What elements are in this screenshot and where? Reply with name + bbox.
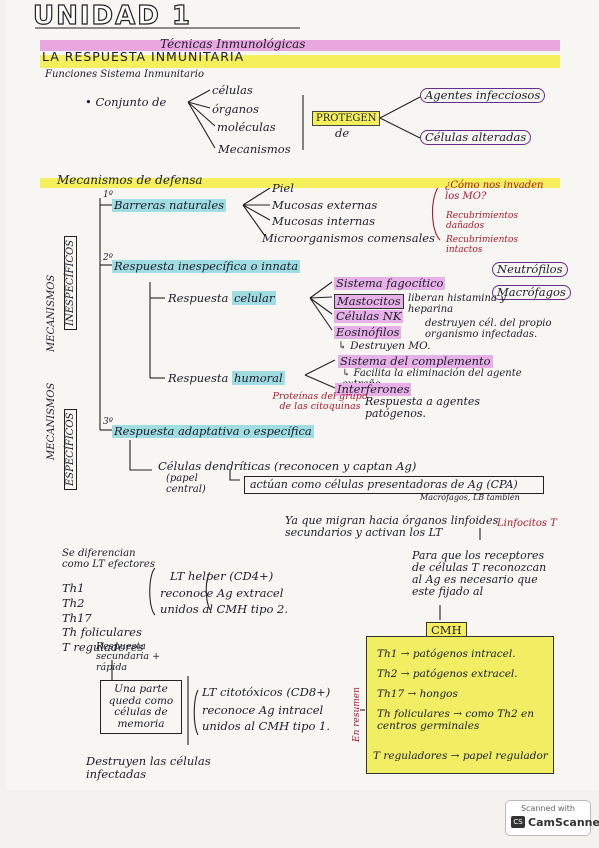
side-inespecificos: INESPECÍFICOS <box>64 235 77 330</box>
unidos-cmh2: unidos al CMH tipo 2. <box>160 602 288 616</box>
target-celulas: Células alteradas <box>420 130 532 145</box>
adaptativa-num: 3º <box>103 417 113 427</box>
respuesta-humoral: Respuesta humoral <box>168 371 285 385</box>
inespecifica-label: Respuesta inespecífica o innata <box>112 259 301 273</box>
adaptativa-label: Respuesta adaptativa o específica <box>112 424 314 438</box>
camscanner-name: CamScanner <box>528 816 599 829</box>
celulas-nk: Células NK <box>334 309 404 323</box>
barrera-microorganismos: Microorganismos comensales <box>262 231 435 245</box>
barrera-mucosas-ext: Mucosas externas <box>272 198 378 212</box>
proteinas-citoquinas: Proteínas del grupo de las citoquinas <box>272 391 368 413</box>
barreras-question: ¿Cómo nos invaden los MO? <box>445 180 544 202</box>
macrofagos: Macrófagos <box>492 285 571 300</box>
side-en-resumen: En resumen <box>352 687 362 742</box>
funciones-item-mecanismos: Mecanismos <box>218 142 291 156</box>
page-title: UNIDAD 1 <box>32 1 192 31</box>
subtitle-highlight <box>40 40 560 51</box>
side-mecanismos-1: MECANISMOS <box>46 274 57 352</box>
resumen-th-foliculares: Th foliculares → como Th2 en centros ger… <box>377 708 534 732</box>
barreras-label: Barreras naturales <box>112 198 227 212</box>
sistema-fagocitico: Sistema fagocítico <box>334 276 446 290</box>
reconoce-intracel: reconoce Ag intracel <box>202 703 324 717</box>
barrera-mucosas-int: Mucosas internas <box>272 214 376 228</box>
respuesta-agentes: Respuesta a agentes patógenos. <box>365 395 481 421</box>
respuesta-secundaria: Respuesta secundaria + rápida <box>96 641 161 673</box>
barreras-answer-1: Recubrimientos dañados <box>446 211 519 231</box>
section-title: LA RESPUESTA INMUNITARIA <box>42 49 245 64</box>
inespecifica-num: 2º <box>103 253 113 263</box>
papel-central: (papel central) <box>166 473 206 495</box>
resumen-box: Th1 → patógenos intracel. Th2 → patógeno… <box>366 636 554 774</box>
unidos-cmh1: unidos al CMH tipo 1. <box>202 719 330 733</box>
camscanner-logo-icon: CS <box>511 816 525 828</box>
interferones: Interferones <box>335 382 412 396</box>
mastocitos: Mastocitos <box>334 294 404 309</box>
liberan-histamina: liberan histamina y heparina <box>408 293 506 315</box>
sistema-complemento: Sistema del complemento <box>338 354 493 368</box>
mecanismos-highlight <box>40 178 560 188</box>
target-agentes: Agentes infecciosos <box>420 88 546 103</box>
tipo-th2: Th2 <box>62 596 85 610</box>
para-que-receptores: Para que los receptores de células T rec… <box>412 549 547 599</box>
tipo-th17: Th17 <box>62 611 92 625</box>
resumen-th2: Th2 → patógenos extracel. <box>377 668 518 680</box>
mecanismos-title: Mecanismos de defensa <box>57 173 203 187</box>
section-highlight <box>40 55 560 68</box>
side-mecanismos-2: MECANISMOS <box>46 382 57 460</box>
lt-citotoxicos: LT citotóxicos (CD8+) <box>202 685 331 699</box>
migran-organos: Ya que migran hacia órganos linfoides se… <box>285 514 499 540</box>
funciones-item-celulas: células <box>212 83 253 97</box>
camscanner-badge: Scanned with CS CamScanner <box>505 800 599 836</box>
resumen-th17: Th17 → hongos <box>377 688 458 700</box>
destruyen-infectadas: Destruyen las células infectadas <box>86 754 211 781</box>
resumen-th1: Th1 → patógenos intracel. <box>377 648 516 660</box>
lt-helper: LT helper (CD4+) <box>170 569 274 583</box>
destruyen-mo: ↳ Destruyen MO. <box>338 340 431 352</box>
neutrofilos: Neutrófilos <box>492 262 568 277</box>
respuesta-celular: Respuesta celular <box>168 291 277 305</box>
de-label: de <box>335 126 350 140</box>
tipo-t-reguladores: T reguladores <box>62 640 144 654</box>
funciones-item-organos: órganos <box>212 102 259 116</box>
funciones-item-moleculas: moléculas <box>217 120 276 134</box>
destruyen-celulas: destruyen cél. del propio organismo infe… <box>425 318 552 340</box>
side-especificos: ESPECÍFICOS <box>64 408 77 490</box>
barreras-num: 1º <box>103 190 113 200</box>
subsection-title: Funciones Sistema Inmunitario <box>45 69 204 80</box>
memoria-box: Una parte queda como células de memoria <box>100 680 182 735</box>
actuan-cpa: actúan como células presentadoras de Ag … <box>244 476 544 495</box>
scanned-with: Scanned with <box>520 804 576 813</box>
tipo-th1: Th1 <box>62 581 85 595</box>
tipo-th-foliculares: Th foliculares <box>62 625 142 639</box>
se-diferencian: Se diferencian como LT efectores <box>62 548 155 570</box>
protegen-label: PROTEGEN <box>312 111 381 126</box>
celulas-dendriticas: Células dendríticas (reconocen y captan … <box>158 459 417 473</box>
resumen-t-reguladores: T reguladores → papel regulador <box>373 750 548 762</box>
subtitle: Técnicas Inmunológicas <box>160 37 306 51</box>
barrera-piel: Piel <box>272 181 294 195</box>
reconoce-extracel: reconoce Ag extracel <box>160 586 284 600</box>
conjunto-label: • Conjunto de <box>85 95 167 109</box>
linfocitos-t: Linfocitos T <box>497 518 557 529</box>
macrofagos-lb: Macrófagos, LB también <box>420 493 520 502</box>
barreras-answer-2: Recubrimientos intactos <box>446 235 519 255</box>
eosinofilos: Eosinófilos <box>334 325 402 339</box>
